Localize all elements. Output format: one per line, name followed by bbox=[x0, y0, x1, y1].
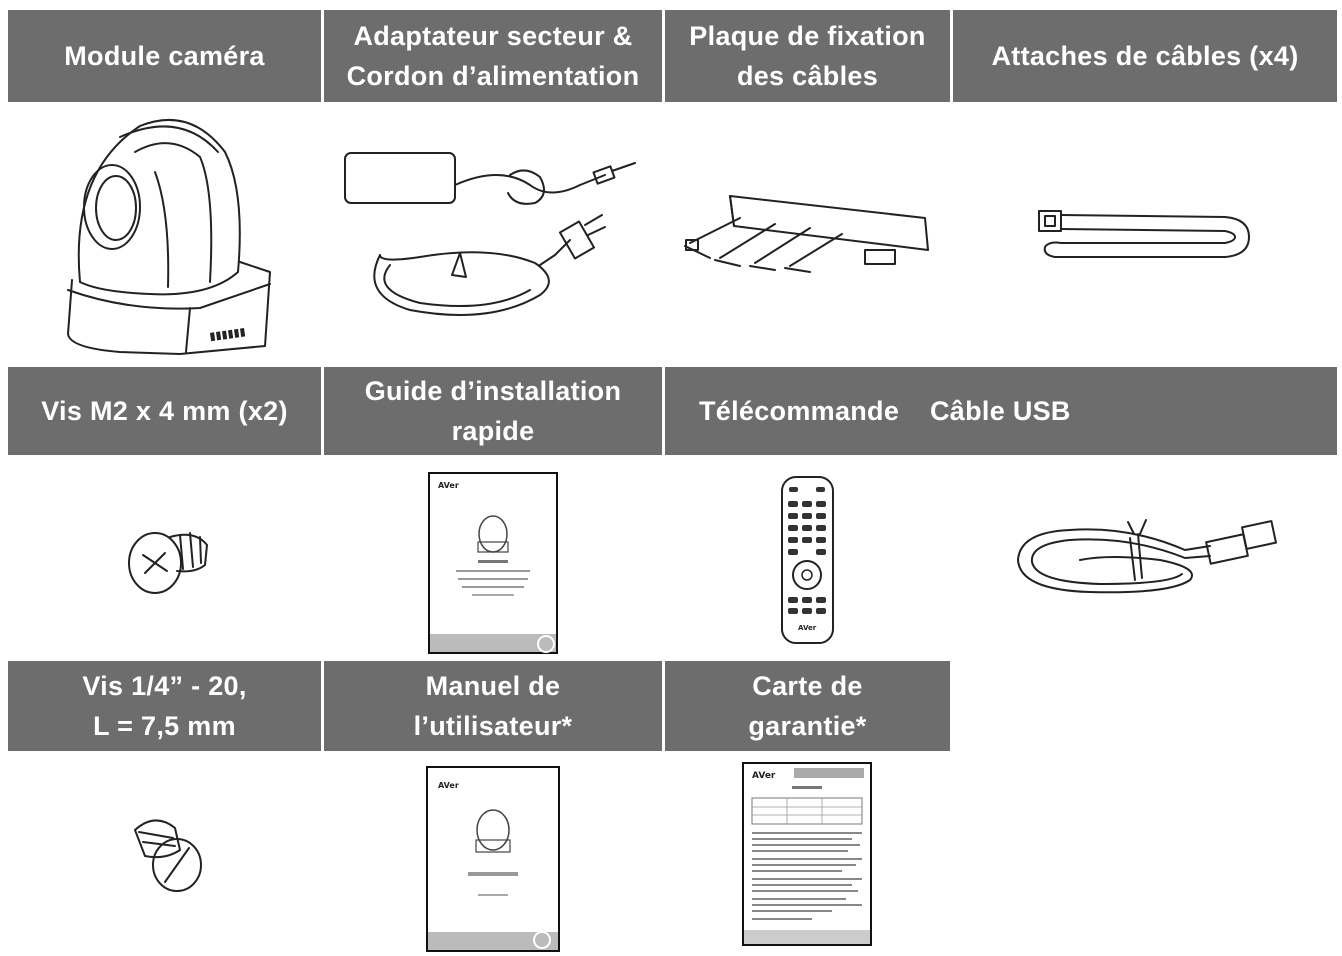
header-camera-module: Module caméra bbox=[8, 10, 321, 102]
remote-icon: AVer bbox=[780, 475, 835, 645]
label-cable-ties: Attaches de câbles (x4) bbox=[991, 41, 1299, 71]
label-user-manual: Manuel de l’utilisateur* bbox=[413, 671, 573, 741]
usb-cable-icon bbox=[1010, 510, 1280, 600]
screw-quarter-icon bbox=[125, 810, 210, 895]
svg-text:AVer: AVer bbox=[752, 771, 776, 781]
label-quick-guide: Guide d’installation rapide bbox=[364, 376, 622, 446]
camera-icon: ▮▮▮▮▮▮ bbox=[60, 112, 280, 357]
header-remote-usb: Télécommande Câble USB bbox=[665, 367, 1337, 455]
power-adapter-icon bbox=[340, 145, 645, 320]
header-power-adapter: Adaptateur secteur & Cordon d’alimentati… bbox=[324, 10, 662, 102]
label-power-adapter: Adaptateur secteur & Cordon d’alimentati… bbox=[346, 21, 640, 91]
header-user-manual: Manuel de l’utilisateur* bbox=[324, 661, 662, 751]
label-camera-module: Module caméra bbox=[64, 41, 265, 71]
svg-text:▮▮▮▮▮▮: ▮▮▮▮▮▮ bbox=[209, 325, 247, 343]
label-remote: Télécommande bbox=[699, 396, 900, 426]
label-cable-plate: Plaque de fixation des câbles bbox=[689, 21, 926, 91]
header-quick-guide: Guide d’installation rapide bbox=[324, 367, 662, 455]
warranty-card-icon: AVer bbox=[742, 762, 872, 946]
header-cable-plate: Plaque de fixation des câbles bbox=[665, 10, 950, 102]
manual-booklet-icon: AVer bbox=[426, 766, 560, 952]
svg-text:AVer: AVer bbox=[438, 781, 459, 790]
header-screws-m2: Vis M2 x 4 mm (x2) bbox=[8, 367, 321, 455]
label-usb-cable: Câble USB bbox=[930, 396, 1071, 426]
svg-text:AVer: AVer bbox=[798, 624, 817, 632]
label-warranty-card: Carte de garantie* bbox=[748, 671, 867, 741]
cable-plate-icon bbox=[680, 188, 935, 278]
header-screw-quarter: Vis 1/4” - 20, L = 7,5 mm bbox=[8, 661, 321, 751]
label-screws-m2: Vis M2 x 4 mm (x2) bbox=[41, 396, 288, 426]
cable-tie-icon bbox=[1035, 205, 1255, 265]
header-warranty-card: Carte de garantie* bbox=[665, 661, 950, 751]
header-cable-ties: Attaches de câbles (x4) bbox=[953, 10, 1337, 102]
screw-icon bbox=[125, 515, 210, 600]
label-screw-quarter: Vis 1/4” - 20, L = 7,5 mm bbox=[82, 671, 247, 741]
svg-text:AVer: AVer bbox=[438, 481, 459, 490]
guide-booklet-icon: AVer bbox=[428, 472, 558, 654]
